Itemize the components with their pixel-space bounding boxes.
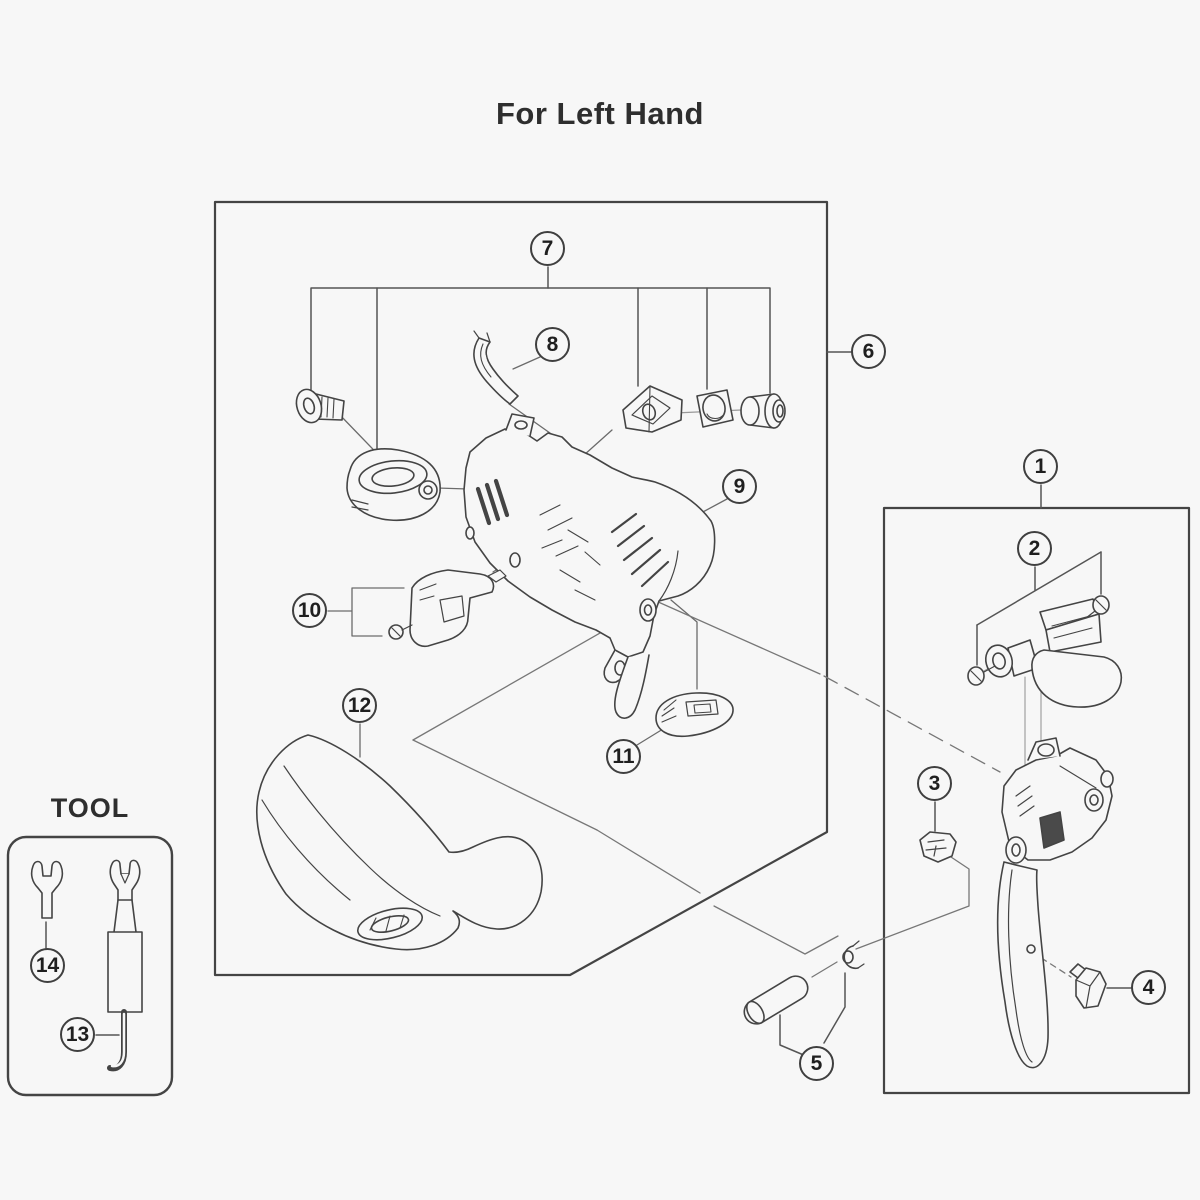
- clamp-band-part: [346, 448, 441, 522]
- callout-13: 13: [60, 1017, 95, 1052]
- callout-3: 3: [917, 766, 952, 801]
- square-washer-part: [696, 389, 734, 428]
- shifter-main-body: [463, 413, 716, 719]
- callout-6: 6: [851, 334, 886, 369]
- brake-lever-bracket: [1001, 737, 1114, 864]
- pivot-pin-part: [743, 975, 809, 1025]
- callout-2: 2: [1017, 531, 1052, 566]
- cable-guide-part: [473, 330, 519, 405]
- main-assembly-box: [213, 200, 829, 977]
- barrel-nut-part: [740, 393, 786, 429]
- callout-14: 14: [30, 948, 65, 983]
- hood-cover-part: [256, 734, 543, 951]
- tool-box: [6, 835, 174, 1097]
- callout-7: 7: [530, 231, 565, 266]
- callout-8: 8: [535, 327, 570, 362]
- cross-box-leaders: [811, 675, 1072, 978]
- switch-unit-part: [388, 569, 507, 648]
- hook-tool: [107, 859, 143, 1072]
- callout-1: 1: [1023, 449, 1058, 484]
- callout-2-bracket: [976, 551, 1102, 666]
- cable-clip-part: [919, 831, 957, 863]
- callout-12: 12: [342, 688, 377, 723]
- callout-4: 4: [1131, 970, 1166, 1005]
- e-clip-part: [842, 940, 865, 970]
- page-title: For Left Hand: [496, 96, 704, 131]
- callout-stems: [45, 351, 1132, 1057]
- lever-unit-box: [882, 506, 1191, 1095]
- shift-paddle-part: [655, 692, 734, 738]
- callout-9: 9: [722, 469, 757, 504]
- name-plate-assembly: [967, 595, 1123, 708]
- reach-adjust-block-part: [1069, 963, 1107, 1009]
- callout-5: 5: [799, 1046, 834, 1081]
- tool-box-label: TOOL: [50, 793, 130, 823]
- fixing-screw-part: [295, 388, 345, 424]
- callout-11: 11: [606, 739, 641, 774]
- callout-10: 10: [292, 593, 327, 628]
- fork-tool: [30, 860, 64, 919]
- brake-lever-blade: [996, 861, 1049, 1069]
- callout-7-bracket: [310, 266, 771, 453]
- bolt-plate-triangle-part: [622, 385, 683, 433]
